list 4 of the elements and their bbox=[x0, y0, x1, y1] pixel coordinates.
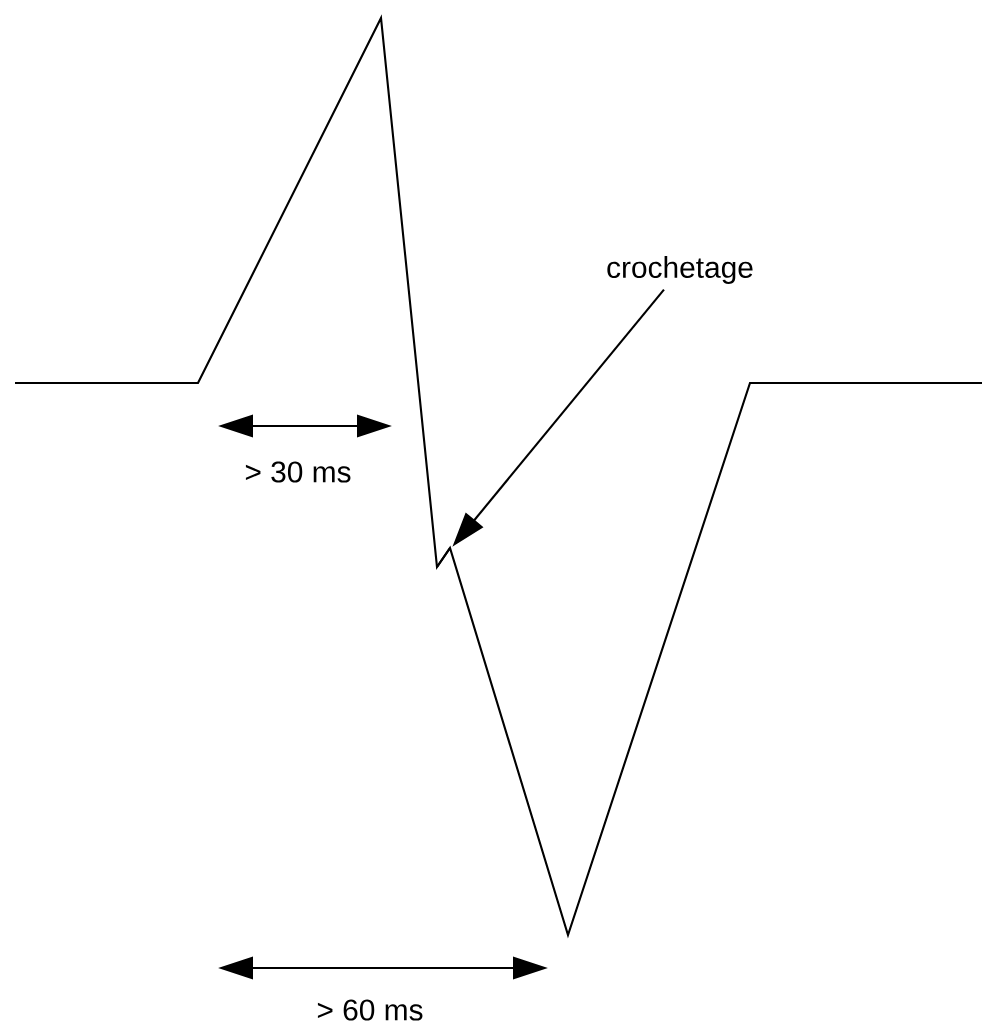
dimension-label: > 30 ms bbox=[245, 461, 351, 483]
callout-text: crochetage bbox=[607, 256, 753, 284]
dimension-label: > 60 ms bbox=[317, 999, 423, 1021]
waveform-notch bbox=[436, 547, 451, 568]
